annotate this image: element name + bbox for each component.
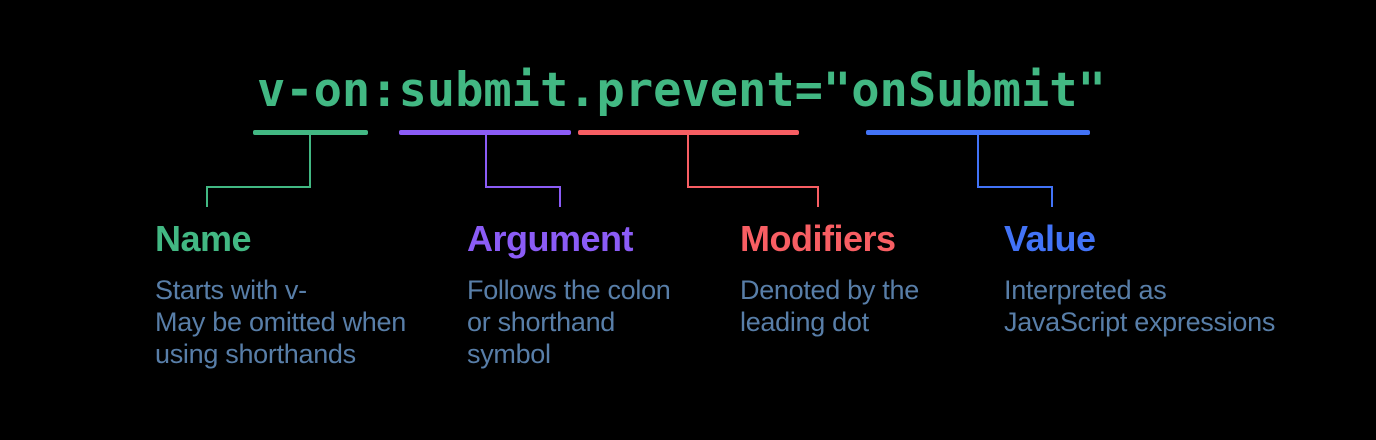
section-value-label: Value bbox=[1004, 218, 1096, 259]
underline-name bbox=[253, 130, 368, 135]
section-value: Value Interpreted as JavaScript expressi… bbox=[1004, 221, 1344, 338]
section-value-description: Interpreted as JavaScript expressions bbox=[1004, 275, 1276, 337]
section-argument: Argument Follows the colon or shorthand … bbox=[467, 221, 807, 370]
underline-modifiers bbox=[578, 130, 799, 135]
section-argument-description: Follows the colon or shorthand symbol bbox=[467, 275, 671, 369]
underline-value bbox=[866, 130, 1090, 135]
section-argument-label: Argument bbox=[467, 218, 634, 259]
section-name-label: Name bbox=[155, 218, 252, 259]
section-name-description: Starts with v- May be omitted when using… bbox=[155, 275, 406, 369]
section-modifiers-description: Denoted by the leading dot bbox=[740, 275, 919, 337]
code-snippet: v-on:submit.prevent="onSubmit" bbox=[257, 63, 1106, 118]
section-modifiers-label: Modifiers bbox=[740, 218, 896, 259]
section-name: Name Starts with v- May be omitted when … bbox=[155, 221, 495, 370]
underline-argument bbox=[399, 130, 571, 135]
section-modifiers: Modifiers Denoted by the leading dot bbox=[740, 221, 1080, 338]
